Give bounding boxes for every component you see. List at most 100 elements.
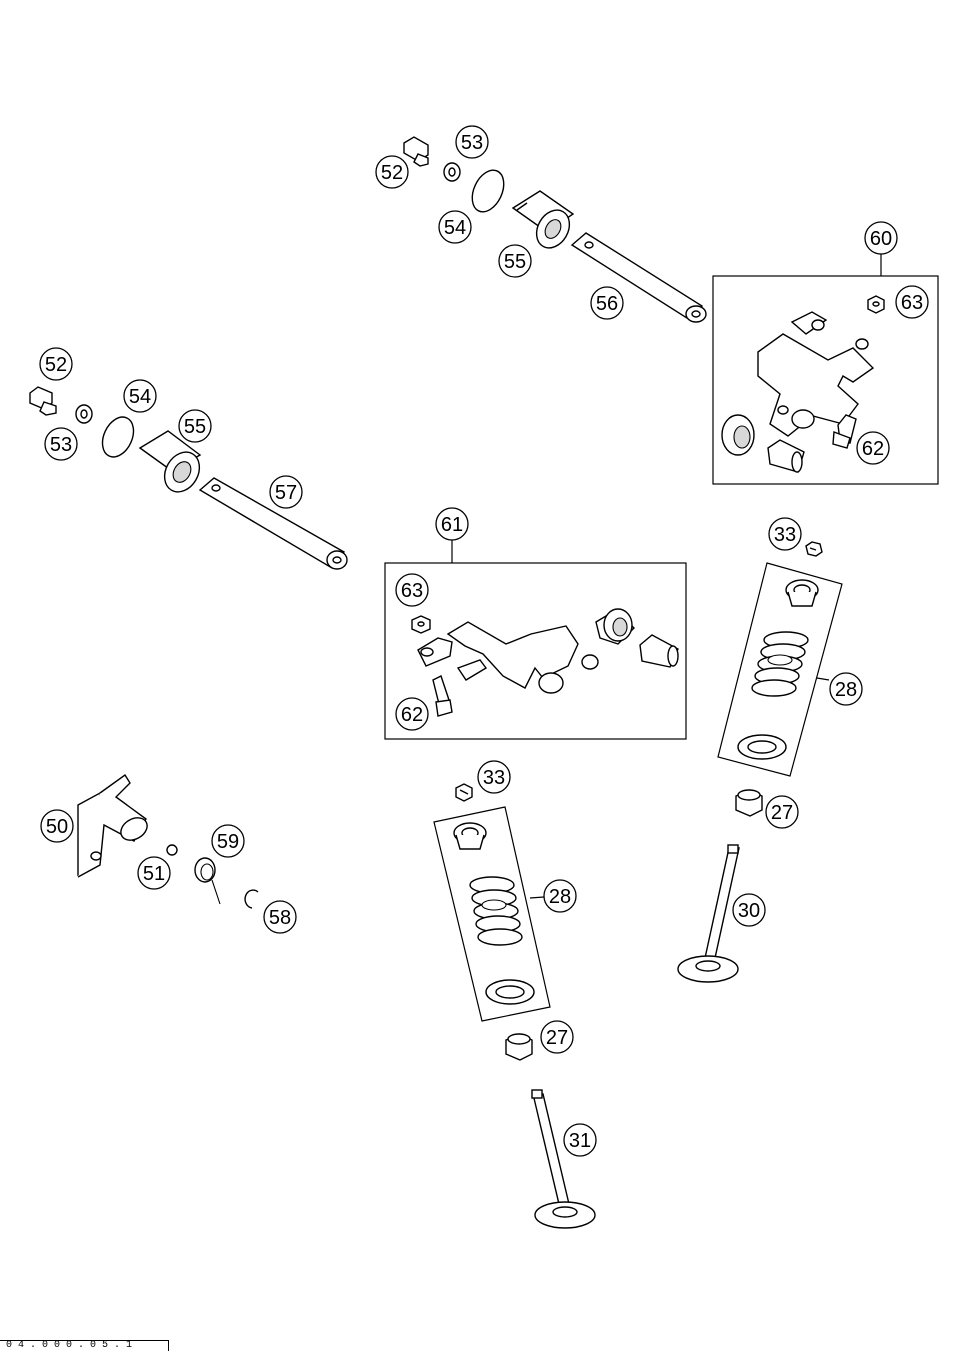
rocker-arm-60: [757, 311, 875, 437]
roller-kit61: [595, 608, 635, 645]
callout-c55a: 55: [498, 244, 532, 278]
washer-53-left: [75, 404, 93, 424]
callout-c33a: 33: [768, 517, 802, 551]
callout-label: 58: [269, 907, 291, 929]
callout-c60: 60: [864, 221, 898, 255]
screw-52-left: [29, 386, 57, 416]
callout-label: 54: [444, 217, 466, 239]
valve-seal-27-right: [735, 789, 763, 817]
callout-label: 56: [596, 293, 618, 315]
callout-label: 52: [45, 354, 67, 376]
callout-label: 52: [381, 162, 403, 184]
rocker-arm-61: [417, 621, 599, 694]
callout-c51: 51: [137, 856, 171, 890]
footer-code-box: [0, 1340, 169, 1351]
callout-label: 30: [738, 900, 760, 922]
rocker-shaft-57: [198, 477, 348, 570]
spring-kit-28-right-frame: [717, 562, 843, 777]
ball-51: [166, 844, 178, 856]
spring-seat-right: [737, 734, 787, 760]
pin-kit60: [767, 439, 805, 473]
pin-kit61: [639, 634, 679, 668]
callout-label: 63: [401, 580, 423, 602]
callout-label: 27: [771, 802, 793, 824]
callout-label: 61: [441, 514, 463, 536]
callout-c50: 50: [40, 809, 74, 843]
callout-label: 31: [569, 1130, 591, 1152]
callout-c56: 56: [590, 286, 624, 320]
callout-label: 62: [401, 704, 423, 726]
callout-label: 60: [870, 228, 892, 250]
screw-52-top: [403, 136, 429, 167]
valve-spring-center: [469, 876, 523, 946]
callout-label: 57: [275, 482, 297, 504]
callout-label: 28: [835, 679, 857, 701]
callout-c31: 31: [563, 1123, 597, 1157]
roller-kit60: [721, 414, 755, 456]
callout-c27a: 27: [765, 795, 799, 829]
exhaust-valve-30: [677, 844, 740, 983]
callout-label: 28: [549, 886, 571, 908]
valve-seal-27-center: [505, 1033, 533, 1061]
callout-layer: 52 53 54 55 56 60 63 62 52 54 55 53 57 61 63 62 33 28 27 30…: [39, 125, 929, 1157]
spring-retainer-right: [785, 579, 819, 607]
callout-label: 55: [184, 416, 206, 438]
o-ring-54-top: [471, 169, 505, 213]
bushing-55-top: [511, 190, 575, 249]
callout-label: 59: [217, 831, 239, 853]
callout-c52a: 52: [375, 155, 409, 189]
callout-c54b: 54: [123, 379, 157, 413]
callout-c30: 30: [732, 893, 766, 927]
callout-c27b: 27: [540, 1020, 574, 1054]
adjuster-screw-62-kit61: [432, 675, 453, 717]
callout-label: 53: [461, 132, 483, 154]
callout-label: 33: [483, 767, 505, 789]
callout-c62b: 62: [395, 697, 429, 731]
nut-63-kit60: [867, 295, 885, 314]
kit-60-frame: [712, 275, 939, 485]
callout-label: 63: [901, 292, 923, 314]
callout-c61: 61: [435, 507, 469, 541]
o-ring-54-left: [101, 416, 135, 458]
callout-c54a: 54: [438, 210, 472, 244]
callout-c57: 57: [269, 475, 303, 509]
bushing-55-left: [138, 430, 202, 493]
intake-valve-31: [531, 1089, 596, 1229]
decompressor-shaft-50: [77, 773, 148, 878]
callout-c63a: 63: [895, 285, 929, 319]
spring-kit-28-center-frame: [433, 806, 551, 1022]
spring-retainer-center: [453, 822, 487, 850]
washer-53-top: [443, 162, 461, 182]
nut-63-kit61: [411, 615, 431, 634]
callout-label: 53: [50, 434, 72, 456]
callout-label: 50: [46, 816, 68, 838]
adjuster-screw-62-kit60: [832, 414, 857, 449]
callout-c33b: 33: [477, 760, 511, 794]
callout-label: 27: [546, 1027, 568, 1049]
torsion-spring-59: [194, 857, 221, 905]
valve-keepers-33-right: [805, 541, 823, 557]
callout-c53b: 53: [44, 427, 78, 461]
circlip-58: [244, 889, 259, 909]
callout-label: 33: [774, 524, 796, 546]
callout-label: 51: [143, 863, 165, 885]
rocker-shaft-56: [570, 232, 707, 323]
callout-label: 55: [504, 251, 526, 273]
callout-c62a: 62: [856, 431, 890, 465]
kit-61-frame: [384, 562, 687, 740]
callout-label: 54: [129, 386, 151, 408]
valve-keepers-33-center: [455, 783, 473, 802]
callout-label: 62: [862, 438, 884, 460]
callout-c55b: 55: [178, 409, 212, 443]
valve-spring-right: [751, 631, 809, 697]
callout-c53a: 53: [455, 125, 489, 159]
spring-seat-center: [485, 979, 535, 1005]
footer-code: 04.000.05.1: [6, 1341, 139, 1350]
callout-c28b: 28: [543, 879, 577, 913]
callout-c52b: 52: [39, 347, 73, 381]
callout-c28a: 28: [829, 672, 863, 706]
callout-c58: 58: [263, 900, 297, 934]
callout-c63b: 63: [395, 573, 429, 607]
callout-c59: 59: [211, 824, 245, 858]
